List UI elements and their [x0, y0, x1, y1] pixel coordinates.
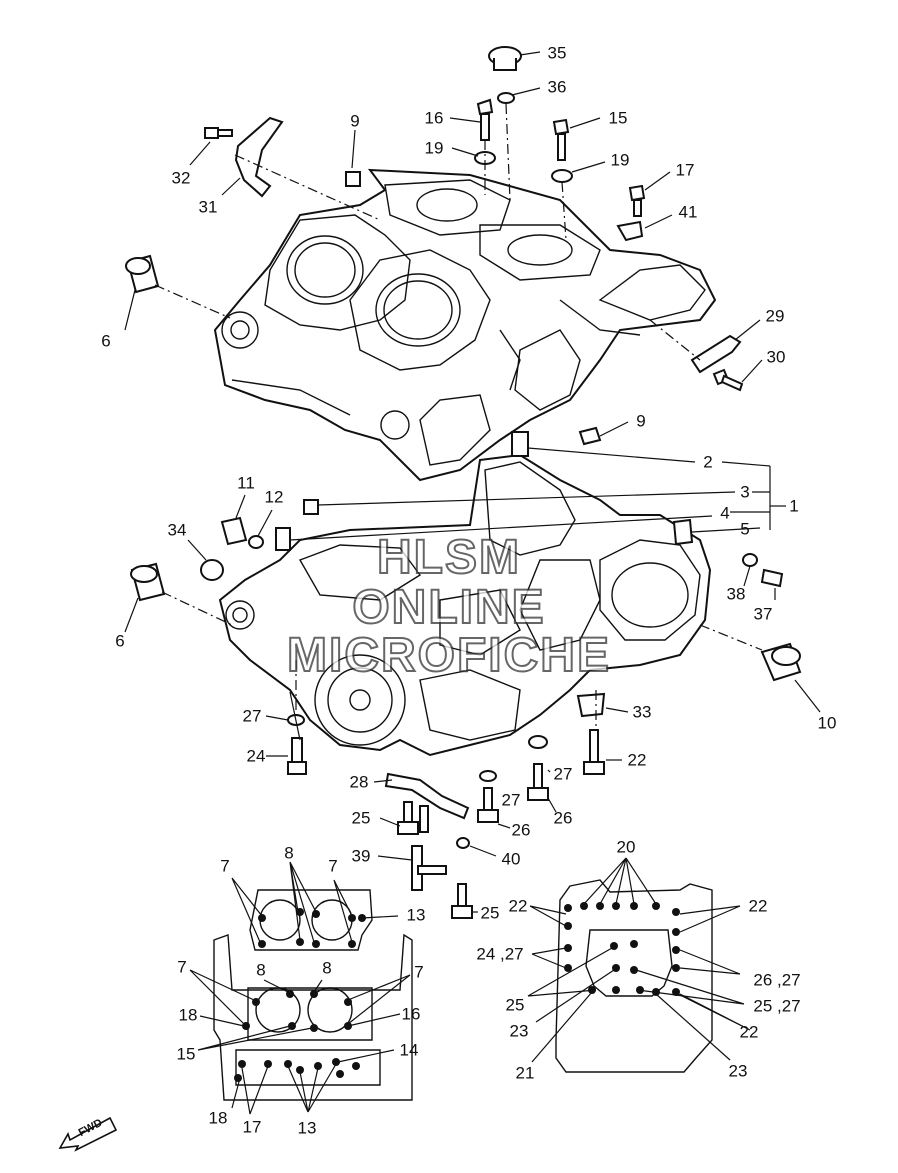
watermark-line-1: HLSM — [376, 530, 521, 585]
callout-36: 36 — [547, 77, 567, 97]
callout-15: 15 — [176, 1044, 196, 1064]
callout-19: 19 — [424, 138, 444, 158]
callout-14: 14 — [399, 1040, 419, 1060]
callout-22: 22 — [739, 1022, 759, 1042]
fwd-arrow-icon — [58, 1116, 118, 1152]
callout-6: 6 — [101, 331, 111, 351]
callout-37: 37 — [753, 604, 773, 624]
callout-7: 7 — [414, 962, 424, 982]
callout-35: 35 — [547, 43, 567, 63]
callout-24: 24 — [246, 746, 266, 766]
callout-9: 9 — [636, 411, 646, 431]
callout-27: 27 — [553, 764, 573, 784]
tightening-sequence-left — [189, 861, 413, 1115]
callout-2: 2 — [703, 452, 713, 472]
callout-33: 33 — [632, 702, 652, 722]
watermark-line-3: MICROFICHE — [286, 628, 611, 683]
callout-13: 13 — [297, 1118, 317, 1138]
callout-26-27: 26 ,27 — [753, 970, 801, 990]
callout-1: 1 — [789, 496, 799, 516]
callout-4: 4 — [720, 503, 730, 523]
callout-13: 13 — [406, 905, 426, 925]
callout-25: 25 — [480, 903, 500, 923]
callout-9: 9 — [350, 111, 360, 131]
callout-7: 7 — [177, 957, 187, 977]
callout-25: 25 — [505, 995, 525, 1015]
lower-crankcase — [218, 453, 712, 757]
callout-11: 11 — [237, 473, 255, 493]
tightening-sequence-right — [527, 857, 751, 1073]
callout-25-27: 25 ,27 — [753, 996, 801, 1016]
callout-26: 26 — [511, 820, 531, 840]
callout-27: 27 — [501, 790, 521, 810]
callout-16: 16 — [401, 1004, 421, 1024]
callout-7: 7 — [328, 856, 338, 876]
callout-15: 15 — [608, 108, 628, 128]
callout-23: 23 — [728, 1061, 748, 1081]
callout-19: 19 — [610, 150, 630, 170]
callout-6: 6 — [115, 631, 125, 651]
leader-lines — [124, 51, 821, 913]
callout-22: 22 — [508, 896, 528, 916]
callout-18: 18 — [208, 1108, 228, 1128]
callout-25: 25 — [351, 808, 371, 828]
callout-8: 8 — [284, 843, 294, 863]
callout-18: 18 — [178, 1005, 198, 1025]
callout-24-27: 24 ,27 — [476, 944, 524, 964]
callout-34: 34 — [167, 520, 187, 540]
callout-39: 39 — [351, 846, 371, 866]
callout-12: 12 — [264, 487, 284, 507]
callout-28: 28 — [349, 772, 369, 792]
callout-10: 10 — [817, 713, 837, 733]
callout-3: 3 — [740, 482, 750, 502]
callout-32: 32 — [171, 168, 191, 188]
callout-27: 27 — [242, 706, 262, 726]
callout-23: 23 — [509, 1021, 529, 1041]
callout-22: 22 — [748, 896, 768, 916]
callout-29: 29 — [765, 306, 785, 326]
callout-30: 30 — [766, 347, 786, 367]
callout-17: 17 — [242, 1117, 262, 1137]
callout-21: 21 — [515, 1063, 535, 1083]
callout-8: 8 — [322, 958, 332, 978]
callout-5: 5 — [740, 519, 750, 539]
callout-31: 31 — [198, 197, 218, 217]
callout-20: 20 — [616, 837, 636, 857]
upper-crankcase — [213, 168, 717, 482]
callout-17: 17 — [675, 160, 695, 180]
callout-16: 16 — [424, 108, 444, 128]
callout-26: 26 — [553, 808, 573, 828]
callout-38: 38 — [726, 584, 746, 604]
watermark-line-2: ONLINE — [351, 580, 546, 635]
callout-8: 8 — [256, 960, 266, 980]
callout-41: 41 — [678, 202, 698, 222]
callout-40: 40 — [501, 849, 521, 869]
callout-22: 22 — [627, 750, 647, 770]
callout-7: 7 — [220, 856, 230, 876]
